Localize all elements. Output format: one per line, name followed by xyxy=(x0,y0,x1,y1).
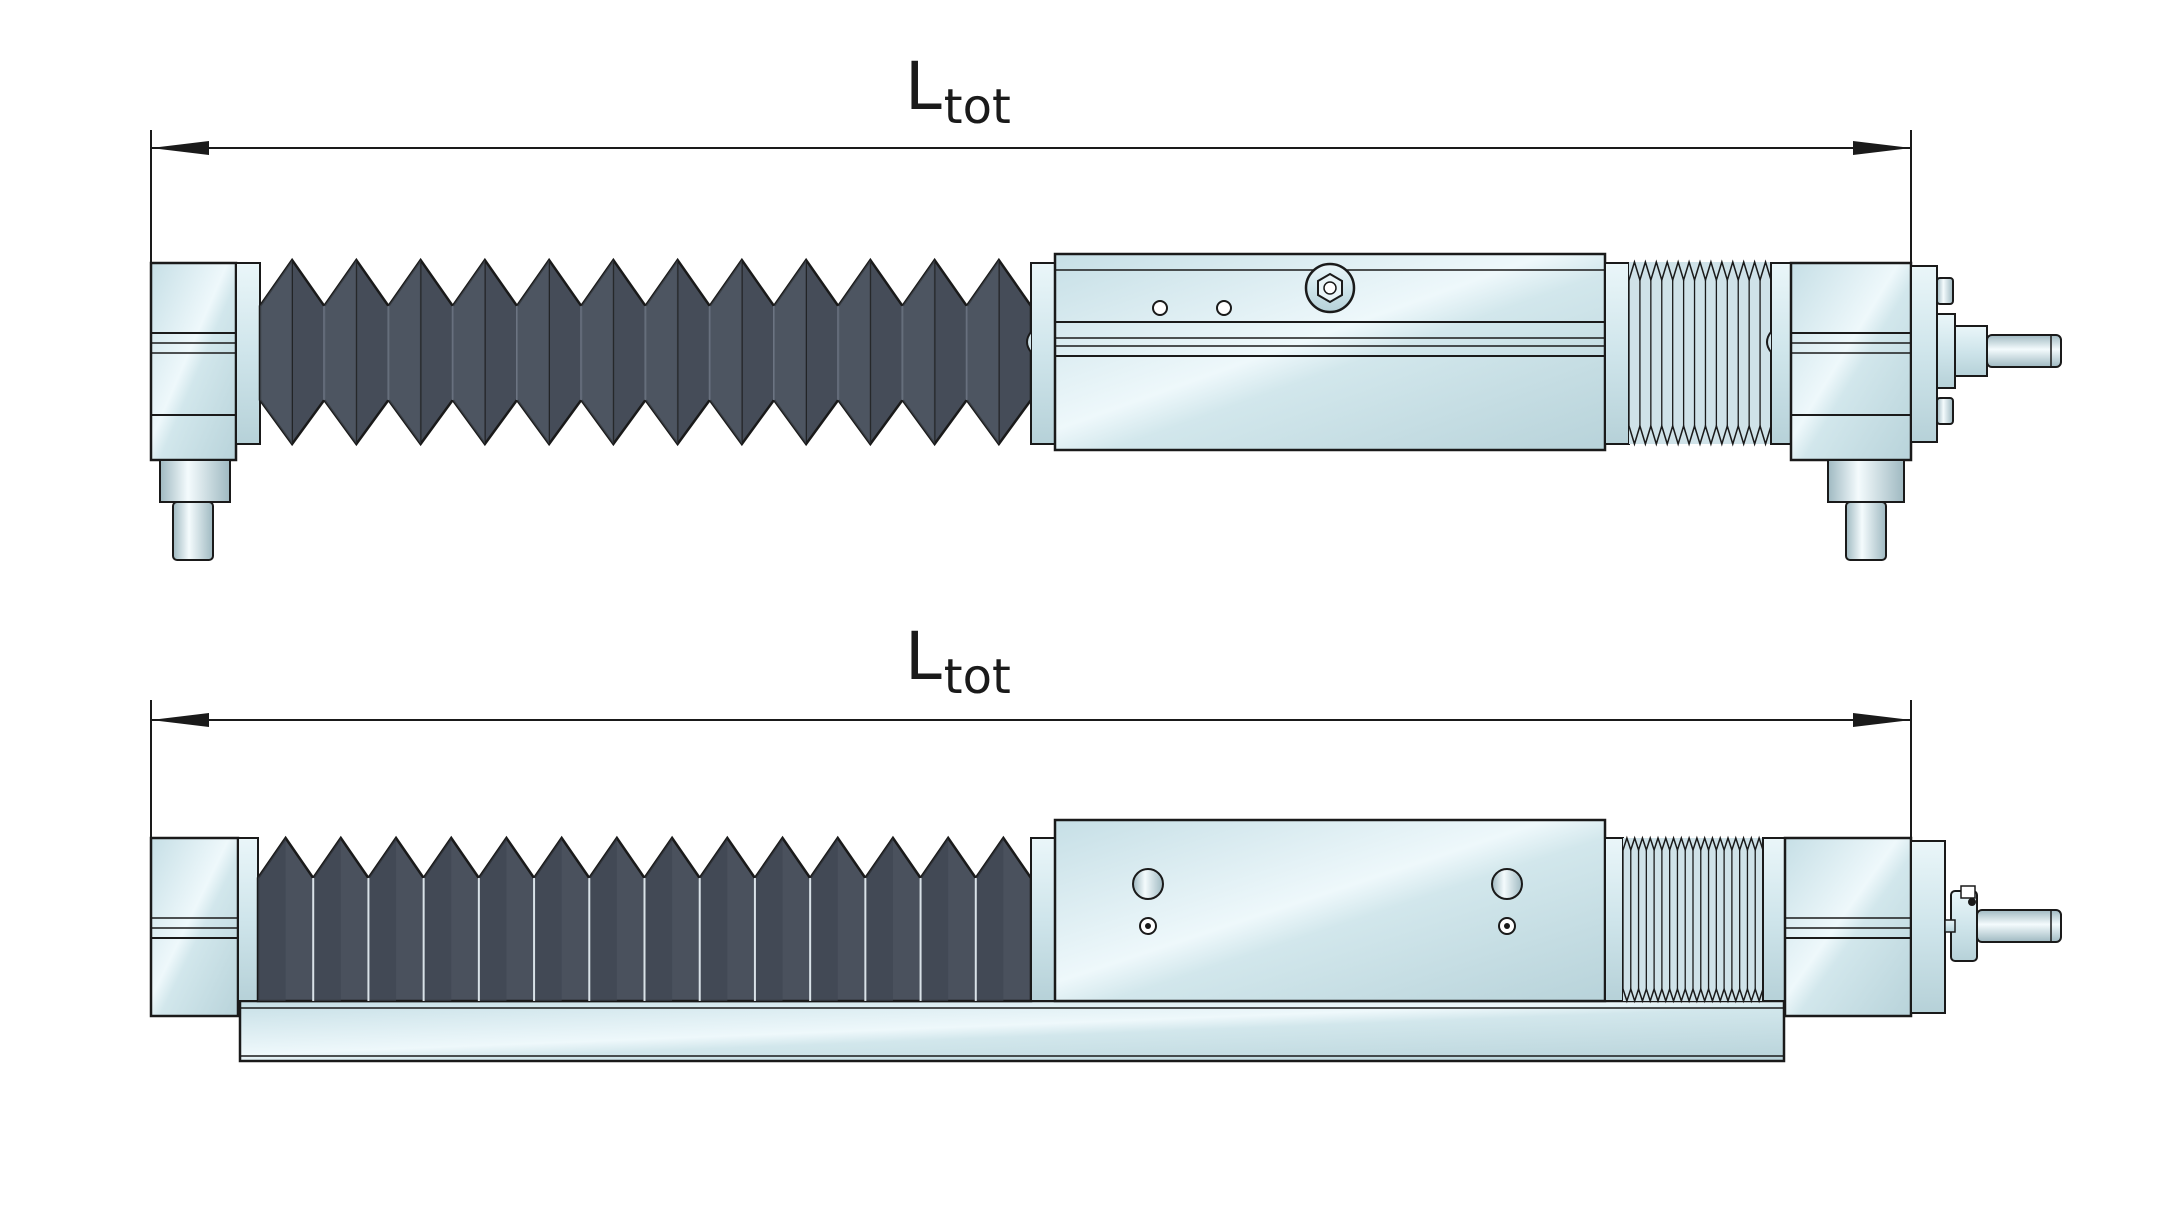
bellows-facet xyxy=(810,838,838,1001)
right-end-block-bottom xyxy=(1762,836,2062,1018)
carriage-bottom xyxy=(1030,818,1624,1003)
bellows-facet xyxy=(754,838,783,1001)
bellows-facet xyxy=(260,260,293,444)
bellows-facet xyxy=(838,260,871,444)
bellows-facet xyxy=(423,838,452,1001)
small-bellows-edge xyxy=(1622,835,1764,853)
bellows-facet xyxy=(645,260,678,444)
bellows-facet xyxy=(478,838,507,1001)
bellows-facet xyxy=(324,260,357,444)
small-bellows-top xyxy=(1628,259,1772,447)
small-bellows-edge xyxy=(1628,423,1772,447)
bellows-facet xyxy=(452,260,485,444)
bellows-facet xyxy=(966,260,999,444)
left-end-block xyxy=(149,261,265,561)
dimension-subscript: tot xyxy=(943,79,1011,135)
dimension-label-bottom: Ltot xyxy=(905,618,1011,705)
bottom-dimension-line xyxy=(150,700,1912,840)
bellows-facet xyxy=(774,260,807,444)
top-view xyxy=(149,130,2062,561)
bellows-facet xyxy=(644,838,673,1001)
bellows-facet xyxy=(975,838,1004,1001)
bellows-facet xyxy=(589,838,617,1001)
bellows-facet xyxy=(534,838,562,1001)
small-bellows-edge xyxy=(1622,986,1764,1004)
bellows-facet xyxy=(517,260,550,444)
carriage-top xyxy=(1026,252,1630,452)
bellows-facet xyxy=(368,838,397,1001)
bellows-facet xyxy=(920,838,949,1001)
dimension-symbol: L xyxy=(905,48,942,125)
lubrication-nipple-icon xyxy=(1304,262,1356,314)
bellows-facet xyxy=(709,260,742,444)
small-bellows-bottom xyxy=(1622,835,1764,1004)
small-bellows-edge xyxy=(1628,259,1772,283)
shaft-coupling-icon xyxy=(1944,885,1978,962)
right-end-block xyxy=(1766,261,2062,561)
left-end-block-bottom xyxy=(149,836,259,1018)
bellows-facet xyxy=(902,260,935,444)
bellows-facet xyxy=(699,838,728,1001)
large-bellows-bottom xyxy=(256,835,1033,1003)
bellows-facet xyxy=(865,838,893,1001)
dimension-symbol: L xyxy=(905,618,942,695)
bellows-facet xyxy=(388,260,421,444)
bellows-facet xyxy=(258,838,286,1001)
bellows-facet xyxy=(313,838,341,1001)
bellows-facet xyxy=(581,260,614,444)
dimension-label-top: Ltot xyxy=(905,48,1011,135)
dimension-subscript: tot xyxy=(943,649,1011,705)
top-dimension-line xyxy=(150,130,1912,265)
base-rail xyxy=(238,999,1786,1063)
large-bellows-top xyxy=(258,257,1033,447)
bottom-view xyxy=(149,700,2062,1063)
